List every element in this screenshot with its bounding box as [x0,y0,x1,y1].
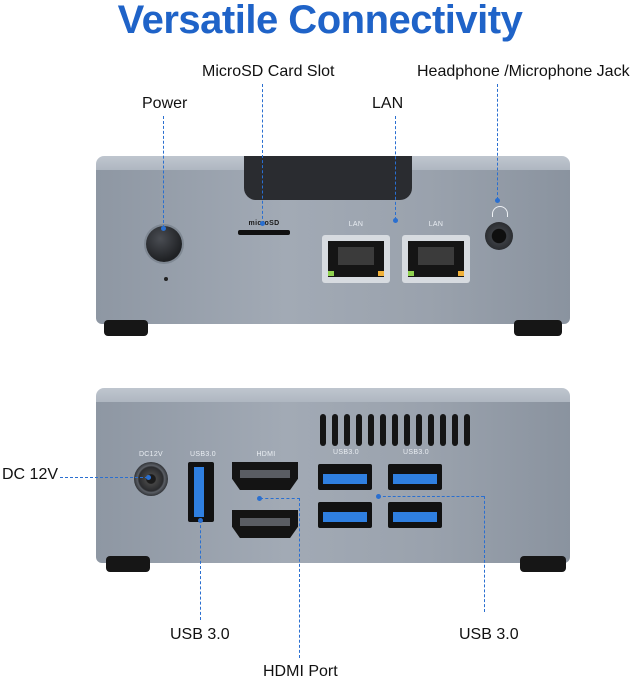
hdmi-callout: HDMI Port [263,663,338,680]
hdmi-leader-h [260,498,300,499]
vent-slot [380,414,386,446]
ir-window [244,156,412,200]
lan-port-1 [322,235,390,283]
vent-slot [344,414,350,446]
vent-slot [428,414,434,446]
usb-right-callout: USB 3.0 [459,626,519,643]
usb-a-port-label: USB3.0 [333,449,359,456]
dc-port-label: DC12V [138,451,164,458]
rear-top-edge [96,388,570,406]
hdmi-leader-v [299,498,300,658]
usb-single-port-label: USB3.0 [190,451,216,458]
usb-port [388,464,442,490]
hdmi-port-1 [232,462,298,490]
power-button[interactable] [146,226,182,262]
headphone-callout: Headphone /Microphone Jack [417,63,630,80]
usb-port-single [188,462,214,522]
power-leader [163,116,164,228]
usb-right-leader-h [378,496,484,497]
dc-leader [60,477,148,478]
lan1-port-label: LAN [348,221,364,228]
hdmi-leader-dot [257,496,262,501]
vent-slot [368,414,374,446]
rear-foot-right [520,556,566,572]
vent-slot [416,414,422,446]
usb-b-port-label: USB3.0 [403,449,429,456]
microsd-callout: MicroSD Card Slot [202,63,335,80]
usb-left-callout: USB 3.0 [170,626,230,643]
vent-slot [356,414,362,446]
lan-leader-dot [393,218,398,223]
usb-left-leader-dot [198,518,203,523]
page-title: Versatile Connectivity [117,0,523,42]
rear-foot-left [106,556,150,572]
microsd-leader [262,84,263,224]
microsd-leader-dot [260,221,265,226]
power-leader-dot [161,226,166,231]
front-foot-right [514,320,562,336]
usb-right-leader-dot [376,494,381,499]
vent-slot [440,414,446,446]
power-callout: Power [142,95,188,112]
vent-slot [392,414,398,446]
usb-port [388,502,442,528]
headphone-leader-dot [495,198,500,203]
headphone-icon [492,206,508,217]
vent-slot [452,414,458,446]
lan-callout: LAN [372,95,404,112]
headphone-leader [497,84,498,200]
usb-port [318,502,372,528]
usb-left-leader [200,520,201,620]
dc-leader-dot [146,475,151,480]
power-led [164,277,168,281]
lan-port-2 [402,235,470,283]
headphone-jack [485,222,513,250]
microsd-slot [238,230,290,235]
vent-slot [404,414,410,446]
usb-port [318,464,372,490]
dc-jack [134,462,168,496]
lan-leader [395,116,396,220]
dc-callout: DC 12V [2,466,59,483]
vent-slot [320,414,326,446]
hdmi-port-label: HDMI [256,451,276,458]
lan2-port-label: LAN [428,221,444,228]
front-foot-left [104,320,148,336]
usb-right-leader-v [484,496,485,612]
hdmi-port-2 [232,510,298,538]
vent-slot [332,414,338,446]
vent-slot [464,414,470,446]
